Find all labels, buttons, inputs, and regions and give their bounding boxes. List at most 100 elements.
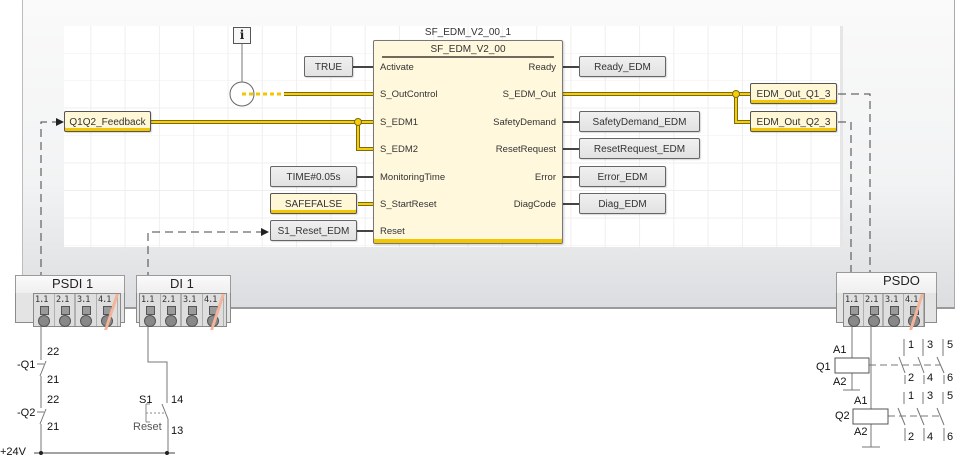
- q1-contact-label: 6: [947, 372, 954, 384]
- junction-dot: [39, 451, 43, 455]
- safe-wires: [151, 92, 750, 206]
- terminal-block: 1.1 2.1 3.1 4.1: [843, 293, 925, 330]
- led-indicator: [850, 306, 859, 315]
- led-indicator: [890, 306, 899, 315]
- var-diag[interactable]: Diag_EDM: [579, 193, 666, 214]
- terminal[interactable]: 3.1: [884, 294, 904, 327]
- led-indicator: [40, 306, 49, 315]
- terminal[interactable]: 3.1: [76, 294, 97, 327]
- terminal[interactable]: 1.1: [140, 294, 161, 327]
- terminal[interactable]: 2.1: [55, 294, 76, 327]
- pin-error[interactable]: Error: [534, 172, 556, 183]
- screw-icon: [186, 315, 198, 327]
- q2-contact-bottom: 21: [47, 421, 60, 433]
- q2-contact-label: 6: [947, 431, 954, 443]
- terminal-label: 1.1: [845, 295, 858, 305]
- junction-dot: [165, 451, 169, 455]
- terminal-label: 3.1: [77, 295, 90, 305]
- s1-contact-top: 14: [171, 394, 184, 406]
- q2-coil-label: Q2: [835, 410, 850, 422]
- module-tab: [15, 275, 125, 294]
- var-activate[interactable]: TRUE: [304, 56, 353, 77]
- junction-dot: [354, 118, 362, 126]
- q2-coil[interactable]: [852, 408, 889, 425]
- screw-icon: [38, 315, 50, 327]
- terminal-label: 1.1: [35, 295, 48, 305]
- pin-reset-request[interactable]: ResetRequest: [495, 144, 556, 155]
- var-start-reset[interactable]: SAFEFALSE: [270, 193, 357, 214]
- module-tab: [836, 272, 937, 294]
- q2-coil-wire: [862, 327, 880, 448]
- q1-coil-wire: [843, 327, 860, 391]
- q2-contact-label: 5: [947, 390, 954, 402]
- pin-s-startreset[interactable]: S_StartReset: [380, 199, 437, 210]
- terminal[interactable]: 3.1: [182, 294, 203, 327]
- var-safety-demand[interactable]: SafetyDemand_EDM: [579, 111, 700, 132]
- supply-label: +24V: [0, 446, 26, 458]
- terminal[interactable]: 2.1: [161, 294, 182, 327]
- q2-a1: A1: [854, 395, 868, 407]
- screw-icon: [165, 315, 177, 327]
- module-label: DI 1: [170, 276, 194, 291]
- var-reset-request[interactable]: ResetRequest_EDM: [579, 138, 700, 159]
- s1-label: S1: [139, 394, 153, 406]
- s1-caption: Reset: [133, 421, 162, 433]
- pin-s-outcontrol[interactable]: S_OutControl: [380, 89, 438, 100]
- pin-diagcode[interactable]: DiagCode: [513, 199, 556, 210]
- led-indicator: [870, 306, 879, 315]
- reset-wire: [147, 327, 169, 453]
- var-s1-reset[interactable]: S1_Reset_EDM: [270, 220, 357, 241]
- terminal-label: 4.1: [204, 295, 217, 305]
- q2-label: -Q2: [17, 407, 36, 419]
- q1-contact-label: 5: [947, 339, 954, 351]
- pin-s-edm2[interactable]: S_EDM2: [380, 144, 419, 155]
- q1-a1: A1: [833, 344, 847, 356]
- info-icon[interactable]: i: [233, 27, 251, 44]
- pin-s-edm-out[interactable]: S_EDM_Out: [502, 89, 556, 100]
- terminal[interactable]: 1.1: [844, 294, 864, 327]
- var-q1q2-feedback[interactable]: Q1Q2_Feedback: [64, 111, 151, 132]
- q1-contact-label: 1: [908, 339, 915, 351]
- q1-contact-top: 22: [47, 346, 60, 358]
- var-error[interactable]: Error_EDM: [579, 166, 666, 187]
- pin-s-edm1[interactable]: S_EDM1: [380, 117, 419, 128]
- q2-contact-label: 2: [908, 431, 915, 443]
- pin-safety-demand[interactable]: SafetyDemand: [493, 117, 556, 128]
- pin-ready[interactable]: Ready: [528, 62, 556, 73]
- led-indicator: [146, 306, 155, 315]
- pin-activate[interactable]: Activate: [380, 62, 414, 73]
- terminal-label: 2.1: [56, 295, 69, 305]
- q1-coil-label: Q1: [816, 361, 831, 373]
- q1-contact-label: 4: [927, 372, 934, 384]
- pin-monitoring-time[interactable]: MonitoringTime: [380, 172, 446, 183]
- s1-contact-bottom: 13: [171, 425, 184, 437]
- screw-icon: [144, 315, 156, 327]
- terminal-block: 1.1 2.1 3.1 4.1: [139, 293, 227, 330]
- var-edm-out-q2[interactable]: EDM_Out_Q2_3: [750, 111, 837, 132]
- module-label: PSDI 1: [52, 276, 94, 291]
- terminal[interactable]: 2.1: [864, 294, 884, 327]
- io-mapping-lines: [40, 93, 874, 293]
- var-ready[interactable]: Ready_EDM: [579, 56, 666, 77]
- junction-dot: [732, 90, 740, 98]
- screw-icon: [59, 315, 71, 327]
- terminal-label: 2.1: [865, 295, 878, 305]
- pin-reset[interactable]: Reset: [380, 226, 405, 237]
- screw-icon: [80, 315, 92, 327]
- terminal[interactable]: 1.1: [34, 294, 55, 327]
- module-tab: [136, 275, 231, 294]
- terminal-block: 1.1 2.1 3.1 4.1: [33, 293, 121, 330]
- var-monitoring-time[interactable]: TIME#0.05s: [270, 166, 357, 187]
- function-block[interactable]: SF_EDM_V2_00 Activate S_OutControl S_EDM…: [373, 40, 563, 244]
- led-indicator: [167, 306, 176, 315]
- q2-contact-top: 22: [47, 394, 60, 406]
- var-edm-out-q1[interactable]: EDM_Out_Q1_3: [750, 83, 837, 104]
- standard-wires: [353, 66, 579, 232]
- q1-coil[interactable]: [834, 357, 870, 374]
- q2-a2: A2: [854, 426, 868, 438]
- terminal-label: 4.1: [98, 295, 111, 305]
- terminal-label: 3.1: [885, 295, 898, 305]
- screw-icon: [888, 315, 900, 327]
